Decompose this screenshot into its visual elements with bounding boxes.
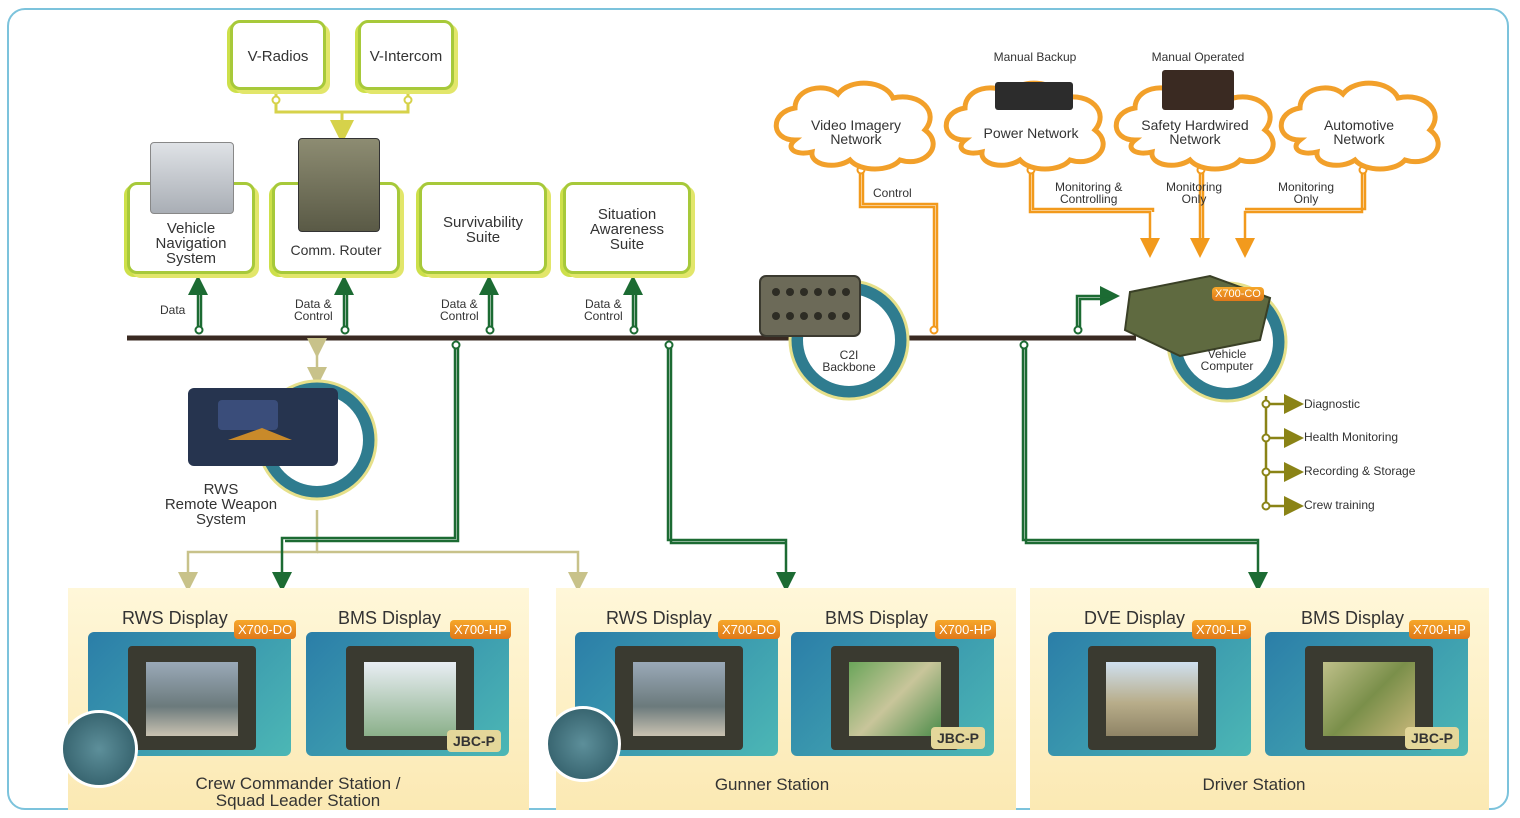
output-recording-storage: Recording & Storage — [1304, 464, 1416, 478]
video-imagery-label: Video Imagery Network — [810, 117, 901, 147]
output-diagnostic: Diagnostic — [1304, 397, 1361, 411]
survivability-label: Survivability Suite — [442, 214, 524, 246]
rws-link — [178, 338, 588, 592]
data-control-label: Data & Control — [294, 297, 333, 323]
c2i-backbone-label: C2I Backbone — [822, 348, 876, 374]
left-display-panel — [575, 632, 778, 756]
c2i-device-photo — [759, 275, 861, 337]
jbc-p-tag: JBC-P — [1405, 727, 1460, 749]
left-display-title: RWS Display — [122, 608, 228, 628]
top-box-links — [188, 275, 643, 330]
power-network-label: Power Network — [983, 125, 1079, 141]
left-display-badge: X700-DO — [234, 620, 297, 639]
output-health-monitoring: Health Monitoring — [1304, 430, 1399, 444]
left-display-panel — [1048, 632, 1251, 756]
automotive-network-label: Automotive Network — [1323, 117, 1395, 147]
intercom-node — [403, 95, 413, 105]
node — [194, 325, 204, 335]
right-display-badge: X700-HP — [935, 620, 996, 639]
left-display-title: DVE Display — [1084, 608, 1186, 628]
left-display-title: RWS Display — [606, 608, 712, 628]
jbc-p-tag: JBC-P — [447, 730, 502, 752]
data-control-label: Data & Control — [584, 297, 623, 323]
situation-box: Situation Awareness Suite — [563, 182, 691, 274]
node — [629, 325, 639, 335]
right-display-title: BMS Display — [825, 608, 929, 628]
safety-network-label: Safety Hardwired Network — [1141, 117, 1249, 147]
vehicle-computer-badge: X700-CO — [1212, 287, 1264, 301]
output-links — [1264, 394, 1304, 516]
station-name: Crew Commander Station / Squad Leader St… — [195, 774, 401, 810]
manual-backup-caption: Manual Backup — [993, 50, 1077, 64]
power-device-photo — [995, 82, 1073, 110]
vehicle-navigation-label: Vehicle Navigation System — [155, 220, 227, 267]
station-links — [272, 345, 1268, 592]
v-intercom-box: V-Intercom — [358, 20, 454, 90]
joystick-photo — [60, 710, 138, 788]
cloud-links — [858, 170, 1367, 330]
situation-label: Situation Awareness Suite — [590, 206, 664, 253]
right-display-badge: X700-HP — [450, 620, 511, 639]
cloud-video — [773, 80, 936, 172]
manual-operated-caption: Manual Operated — [1151, 50, 1245, 64]
rws-label: RWS Remote Weapon System — [164, 481, 278, 528]
cloud-automotive — [1278, 80, 1441, 172]
node — [340, 325, 350, 335]
monitoring-only-label: Monitoring Only — [1278, 180, 1335, 206]
survivability-box: Survivability Suite — [419, 182, 547, 274]
right-display-badge: X700-HP — [1409, 620, 1470, 639]
radio-node — [271, 95, 281, 105]
output-crew-training: Crew training — [1304, 498, 1375, 512]
vehicle-navigation-photo — [150, 142, 234, 214]
node — [485, 325, 495, 335]
radio-link — [274, 92, 410, 144]
right-display-title: BMS Display — [338, 608, 442, 628]
computer-link — [1075, 286, 1120, 330]
right-display-title: BMS Display — [1301, 608, 1405, 628]
comm-router-photo — [298, 138, 380, 232]
handle-photo — [545, 706, 621, 782]
left-display-badge: X700-LP — [1192, 620, 1251, 639]
comm-router-label: Comm. Router — [290, 242, 382, 258]
data-label: Data — [160, 303, 186, 317]
station-name: Gunner Station — [714, 775, 830, 794]
monitoring-controlling-label: Monitoring & Controlling — [1055, 180, 1123, 206]
left-display-badge: X700-DO — [718, 620, 781, 639]
v-radios-box: V-Radios — [230, 20, 326, 90]
data-control-label: Data & Control — [440, 297, 479, 323]
monitoring-only-label: Monitoring Only — [1166, 180, 1223, 206]
v-radios-label: V-Radios — [247, 48, 309, 65]
safety-device-photo — [1162, 70, 1234, 110]
jbc-p-tag: JBC-P — [931, 727, 986, 749]
vehicle-computer-label: Vehicle Computer — [1200, 347, 1254, 373]
station-name: Driver Station — [1202, 775, 1306, 794]
control-link-label: Control — [873, 186, 912, 200]
v-intercom-label: V-Intercom — [369, 48, 443, 65]
